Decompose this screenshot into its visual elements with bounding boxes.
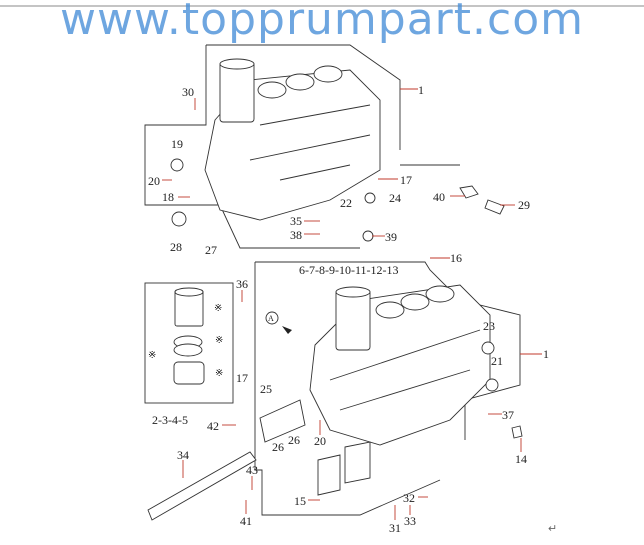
view-marker-circle	[265, 311, 279, 325]
callout-1-upper: 1	[418, 83, 424, 97]
callout-42: 42	[207, 419, 219, 433]
callout-26-a: 26	[272, 440, 284, 454]
lower-block-frame	[144, 261, 521, 516]
callout-20-lower: 20	[314, 434, 326, 448]
callout-29: 29	[518, 198, 530, 212]
watermark: www.topprumpart.com	[60, 0, 584, 45]
callout-27: 27	[205, 243, 217, 257]
callout-43: 43	[246, 463, 258, 477]
callout-18: 18	[162, 190, 174, 204]
callout-33: 33	[404, 514, 416, 528]
view-arrow-icon	[282, 326, 292, 334]
return-mark: ↵	[548, 523, 558, 535]
callout-1-lower: 1	[543, 347, 549, 361]
callout-37: 37	[502, 408, 514, 422]
callout-39: 39	[385, 230, 397, 244]
callout-41: 41	[240, 514, 252, 528]
callout-piston-group: 2-3-4-5	[152, 413, 188, 427]
callout-17-upper: 17	[400, 173, 412, 187]
leader-lines	[162, 88, 542, 520]
callout-22: 22	[340, 196, 352, 210]
callout-25: 25	[260, 382, 272, 396]
callout-34: 34	[177, 448, 189, 462]
callout-38: 38	[290, 228, 302, 242]
kit-mark-pin: ※	[148, 350, 157, 361]
callout-35: 35	[290, 214, 302, 228]
callout-30: 30	[182, 85, 194, 99]
callout-40: 40	[433, 190, 445, 204]
view-marker-label: A	[268, 314, 274, 323]
lower-cylinder-block	[147, 284, 523, 521]
callout-24: 24	[389, 191, 401, 205]
kit-mark-rings: ※	[215, 335, 224, 346]
upper-block-frame	[144, 44, 460, 249]
kit-mark-piston: ※	[215, 368, 224, 379]
callout-liner-group: 6-7-8-9-10-11-12-13	[299, 263, 399, 277]
callout-14: 14	[515, 452, 527, 466]
upper-cylinder-block	[170, 58, 505, 242]
callout-16: 16	[450, 251, 462, 265]
callout-15: 15	[294, 494, 306, 508]
callout-23: 23	[483, 319, 495, 333]
callout-21: 21	[491, 354, 503, 368]
callout-20-upper: 20	[148, 174, 160, 188]
kit-mark-liner: ※	[214, 303, 223, 314]
callout-28: 28	[170, 240, 182, 254]
callout-31: 31	[389, 521, 401, 535]
callout-19: 19	[171, 137, 183, 151]
callout-32: 32	[403, 491, 415, 505]
callout-26-b: 26	[288, 433, 300, 447]
callout-36: 36	[236, 277, 248, 291]
callout-17-lower: 17	[236, 371, 248, 385]
